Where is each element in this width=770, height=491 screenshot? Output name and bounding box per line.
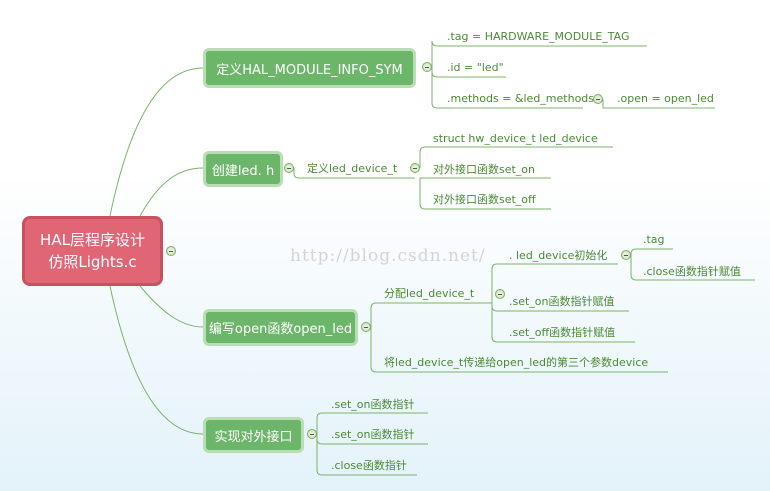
leaf-pass-device[interactable]: 将led_device_t传递给open_led的第三个参数device xyxy=(384,356,649,369)
root-node[interactable]: HAL层程序设计 仿照Lights.c xyxy=(22,216,163,286)
watermark: http://blog.csdn.net/ xyxy=(290,246,486,266)
leaf-set-on-ptr-2[interactable]: .set_on函数指针 xyxy=(331,428,415,441)
root-line1: HAL层程序设计 xyxy=(40,231,145,249)
node-alloc-led-device-t[interactable]: 分配led_device_t xyxy=(384,287,475,300)
leaf-struct[interactable]: struct hw_device_t led_device xyxy=(433,132,598,145)
leaf-set-off[interactable]: 对外接口函数set_off xyxy=(433,193,536,206)
leaf-set-on[interactable]: 对外接口函数set_on xyxy=(433,163,536,176)
leaf-led-device-init[interactable]: . led_device初始化 xyxy=(509,249,608,262)
branch-implement-interface[interactable]: 实现对外接口 xyxy=(203,417,304,453)
collapse-icon[interactable] xyxy=(621,250,631,260)
node-define-led-device-t[interactable]: 定义led_device_t xyxy=(307,162,398,175)
root-line2: 仿照Lights.c xyxy=(48,253,137,271)
collapse-icon[interactable] xyxy=(361,322,371,332)
collapse-icon[interactable] xyxy=(593,94,603,104)
leaf-close-assign[interactable]: .close函数指针赋值 xyxy=(643,265,741,278)
branch-hal-module-info[interactable]: 定义HAL_MODULE_INFO_SYM xyxy=(203,48,416,88)
leaf-tag-init[interactable]: .tag xyxy=(643,233,665,246)
collapse-icon[interactable] xyxy=(495,289,505,299)
leaf-tag[interactable]: .tag = HARDWARE_MODULE_TAG xyxy=(447,30,630,43)
collapse-icon[interactable] xyxy=(166,246,176,256)
leaf-open[interactable]: .open = open_led xyxy=(617,92,714,105)
leaf-methods[interactable]: .methods = &led_methods xyxy=(447,92,595,105)
leaf-set-on-ptr[interactable]: .set_on函数指针 xyxy=(331,398,415,411)
leaf-set-off-assign[interactable]: .set_off函数指针赋值 xyxy=(509,326,616,339)
leaf-id[interactable]: .id = "led" xyxy=(447,61,504,74)
leaf-close-ptr[interactable]: .close函数指针 xyxy=(331,459,407,472)
branch-open-led[interactable]: 编写open函数open_led xyxy=(203,309,358,346)
collapse-icon[interactable] xyxy=(284,163,294,173)
leaf-set-on-assign[interactable]: .set_on函数指针赋值 xyxy=(509,295,615,308)
branch-create-led-h[interactable]: 创建led. h xyxy=(203,151,283,187)
collapse-icon[interactable] xyxy=(410,163,420,173)
collapse-icon[interactable] xyxy=(422,62,432,72)
collapse-icon[interactable] xyxy=(307,429,317,439)
